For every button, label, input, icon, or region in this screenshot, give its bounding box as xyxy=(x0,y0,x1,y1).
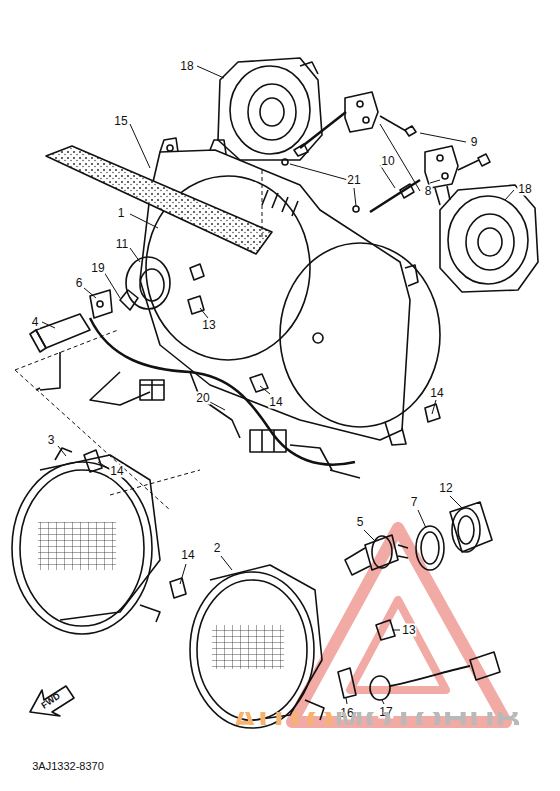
callout-number: 14 xyxy=(429,387,444,400)
callout-number: 13 xyxy=(401,624,416,637)
callout-number: 19 xyxy=(90,262,105,275)
watermark: AUTOMOTOHUB xyxy=(232,712,522,725)
callout-number: 10 xyxy=(380,155,395,168)
callout-number: 21 xyxy=(346,174,361,187)
callout-number: 14 xyxy=(109,465,124,478)
callout-number: 18 xyxy=(517,183,532,196)
part-code: 3AJ1332-8370 xyxy=(31,760,105,773)
callout-number: 9 xyxy=(470,136,479,149)
callout-number: 14 xyxy=(180,549,195,562)
callout-number: 3 xyxy=(47,434,56,447)
callout-number: 14 xyxy=(268,396,283,409)
callout-number: 8 xyxy=(424,185,433,198)
callout-number: 12 xyxy=(438,482,453,495)
callout-number: 7 xyxy=(410,496,419,509)
callout-number: 1 xyxy=(117,207,126,220)
callout-number: 15 xyxy=(113,115,128,128)
callout-number: 4 xyxy=(31,316,40,329)
callout-number: 11 xyxy=(115,238,129,251)
callout-number: 5 xyxy=(356,516,365,529)
callout-number: 20 xyxy=(195,392,210,405)
callout-number: 18 xyxy=(179,60,194,73)
callout-number: 13 xyxy=(201,319,216,332)
callout-number: 6 xyxy=(75,277,84,290)
callout-number: 2 xyxy=(213,542,222,555)
